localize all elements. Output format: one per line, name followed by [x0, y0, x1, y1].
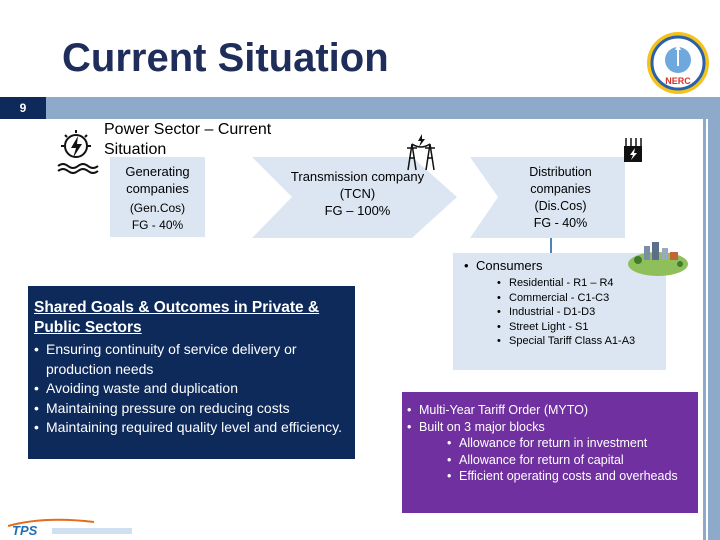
myto-item: Multi-Year Tariff Order (MYTO): [405, 402, 695, 419]
power-sector-heading: Power Sector – Current Situation: [104, 121, 272, 158]
top-bar: [0, 97, 720, 119]
genco-abbr: (Gen.Cos): [129, 201, 186, 215]
goal-item: Maintaining pressure on reducing costs: [32, 399, 350, 419]
consumers-heading: Consumers: [462, 258, 542, 273]
myto-sub-item: Allowance for return in investment: [445, 435, 695, 452]
consumer-item: Street Light - S1: [495, 320, 655, 335]
genco-label: Generating companies: [125, 164, 190, 196]
seal-text: NERC: [665, 76, 691, 86]
consumer-item: Industrial - D1-D3: [495, 305, 655, 320]
right-sidebar-line: [706, 119, 708, 540]
goal-item: Maintaining required quality level and e…: [32, 418, 350, 438]
myto-item: Built on 3 major blocks: [405, 419, 695, 436]
genco-share: FG - 40%: [131, 218, 184, 232]
disco-abbr: (Dis.Cos): [534, 199, 587, 213]
tps-logo-text: TPS: [12, 523, 38, 538]
page-title: Current Situation: [62, 36, 389, 80]
city-illustration-icon: [628, 242, 688, 276]
myto-list: Multi-Year Tariff Order (MYTO) Built on …: [405, 402, 695, 435]
disco-share: FG - 40%: [533, 216, 588, 230]
disco-box-text: Distribution companies (Dis.Cos) FG - 40…: [508, 164, 613, 232]
slide-number: 9: [0, 97, 46, 119]
tcn-label: Transmission company (TCN): [290, 169, 425, 201]
consumers-heading-list: Consumers: [462, 258, 542, 273]
disco-label: Distribution companies: [529, 165, 592, 196]
distribution-icon: [624, 138, 642, 162]
nerc-seal-logo: NERC: [647, 32, 709, 94]
goal-item: Ensuring continuity of service delivery …: [32, 340, 350, 379]
consumer-item: Residential - R1 – R4: [495, 276, 655, 291]
goals-list: Ensuring continuity of service delivery …: [32, 340, 350, 438]
arrow-connector: [550, 238, 552, 253]
goals-title: Shared Goals & Outcomes in Private & Pub…: [34, 299, 320, 336]
myto-sub-list: Allowance for return in investment Allow…: [445, 435, 695, 485]
myto-sub-item: Allowance for return of capital: [445, 452, 695, 469]
goal-item: Avoiding waste and duplication: [32, 379, 350, 399]
tcn-shape: [252, 157, 457, 238]
consumers-list: Residential - R1 – R4 Commercial - C1-C3…: [495, 276, 655, 349]
genco-box: Generating companies (Gen.Cos) FG - 40%: [110, 157, 205, 237]
tps-logo: TPS: [7, 518, 132, 538]
disco-shape: [470, 157, 625, 238]
consumer-item: Commercial - C1-C3: [495, 291, 655, 306]
consumer-item: Special Tariff Class A1-A3: [495, 334, 655, 349]
power-plant-icon: [57, 130, 99, 174]
tcn-share: FG – 100%: [324, 203, 391, 218]
tcn-box-text: Transmission company (TCN) FG – 100%: [290, 168, 425, 219]
transmission-tower-icon: [407, 134, 435, 171]
myto-sub-item: Efficient operating costs and overheads: [445, 468, 695, 485]
